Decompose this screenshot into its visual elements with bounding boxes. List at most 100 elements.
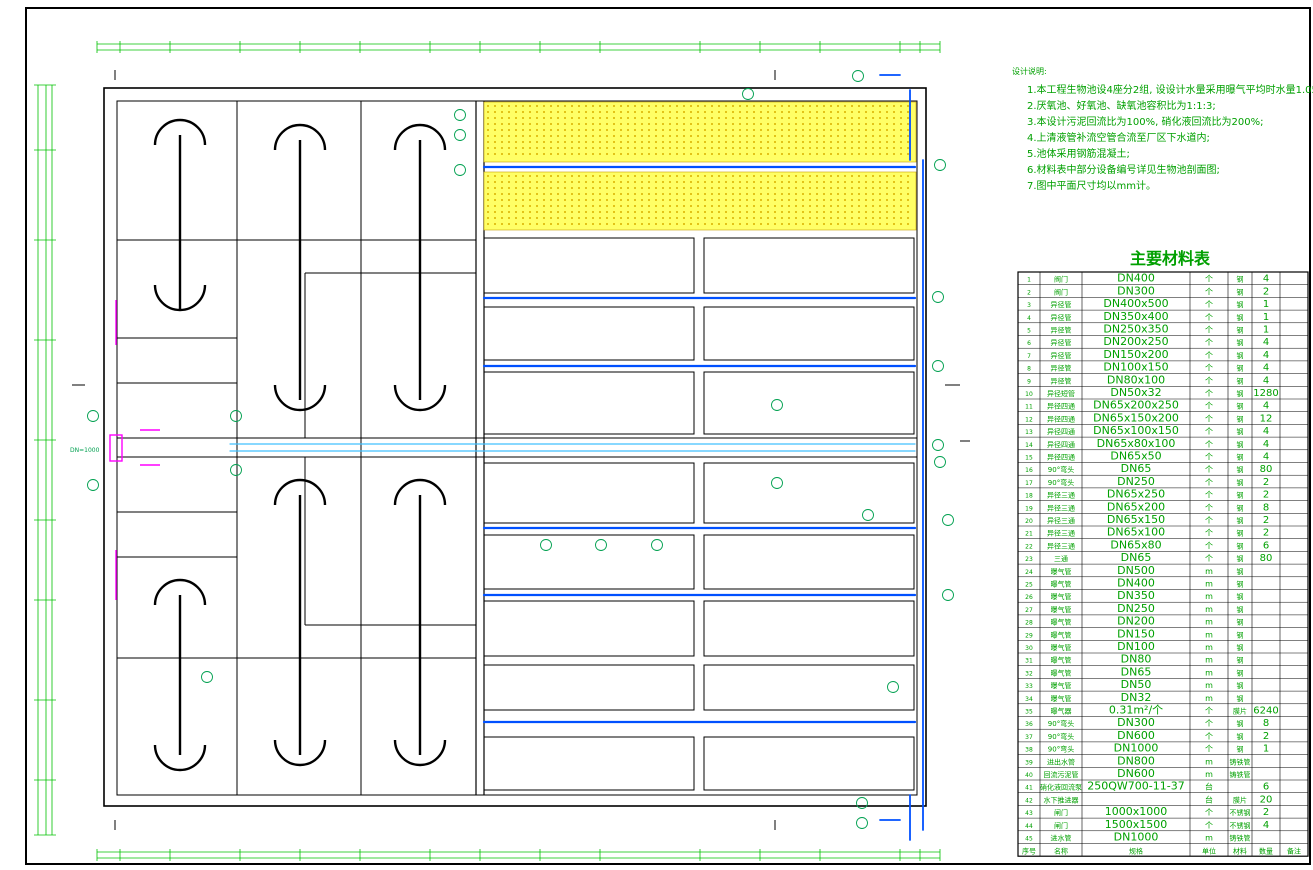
diffuser-dot xyxy=(732,223,734,225)
dimension-lines xyxy=(37,43,940,859)
diffuser-dot xyxy=(830,217,832,219)
diffuser-dot xyxy=(900,181,902,183)
diffuser-dot xyxy=(613,123,615,125)
diffuser-dot xyxy=(529,129,531,131)
table-cell-spec: DN65x150 xyxy=(1107,513,1165,526)
table-cell-index: 34 xyxy=(1025,696,1033,703)
diffuser-dot xyxy=(648,199,650,201)
callout-bubble xyxy=(934,456,946,468)
table-header-cell: 规格 xyxy=(1129,847,1143,856)
diffuser-dot xyxy=(641,217,643,219)
callout-bubble xyxy=(742,88,754,100)
diffuser-dot xyxy=(725,175,727,177)
diffuser-dot xyxy=(732,199,734,201)
diffuser-dot xyxy=(690,205,692,207)
diffuser-dot xyxy=(571,187,573,189)
diffuser-dot xyxy=(627,211,629,213)
diffuser-dot xyxy=(606,205,608,207)
diffuser-dot xyxy=(543,147,545,149)
diffuser-dot xyxy=(543,193,545,195)
diffuser-dot xyxy=(760,175,762,177)
table-cell-spec: DN600 xyxy=(1117,729,1155,742)
diffuser-dot xyxy=(788,193,790,195)
diffuser-dot xyxy=(844,129,846,131)
diffuser-dot xyxy=(662,111,664,113)
diffuser-dot xyxy=(802,141,804,143)
diffuser-dot xyxy=(655,129,657,131)
diffuser-dot xyxy=(648,105,650,107)
table-cell-spec: DN65x200 xyxy=(1107,500,1165,513)
diffuser-dot xyxy=(739,105,741,107)
diffuser-dot xyxy=(578,123,580,125)
diffuser-dot xyxy=(557,123,559,125)
diffuser-dot xyxy=(844,117,846,119)
diffuser-dot xyxy=(851,123,853,125)
diffuser-dot xyxy=(774,129,776,131)
table-cell-qty: 8 xyxy=(1263,718,1269,729)
diffuser-dot xyxy=(858,153,860,155)
diffuser-dot xyxy=(613,135,615,137)
table-cell-index: 15 xyxy=(1025,455,1033,462)
table-cell-spec: DN400 xyxy=(1117,577,1155,590)
table-cell-qty: 1 xyxy=(1263,312,1269,323)
diffuser-dot xyxy=(536,181,538,183)
table-cell-unit: 个 xyxy=(1205,719,1213,728)
diffuser-dot xyxy=(508,211,510,213)
diffuser-dot xyxy=(697,199,699,201)
diffuser-dot xyxy=(781,223,783,225)
diffuser-dot xyxy=(851,175,853,177)
diffuser-dot xyxy=(655,153,657,155)
diffuser-dot xyxy=(809,105,811,107)
table-cell-material: 钢 xyxy=(1237,580,1244,589)
diffuser-dot xyxy=(886,135,888,137)
table-cell-index: 10 xyxy=(1025,391,1033,398)
diffuser-dot xyxy=(634,147,636,149)
callout-bubble xyxy=(230,464,242,476)
diffuser-dot xyxy=(571,199,573,201)
diffuser-dot xyxy=(816,117,818,119)
callout-bubble xyxy=(454,129,466,141)
diffuser-dot xyxy=(676,193,678,195)
table-cell-material: 钢 xyxy=(1237,351,1244,360)
design-note-6: 6.材料表中部分设备编号详见生物池剖面图; xyxy=(1027,163,1220,176)
diffuser-dot xyxy=(550,135,552,137)
diffuser-dot xyxy=(515,153,517,155)
diffuser-dot xyxy=(767,123,769,125)
diffuser-dot xyxy=(865,135,867,137)
diffuser-dot xyxy=(837,135,839,137)
diffuser-dot xyxy=(571,129,573,131)
callout-bubble xyxy=(942,589,954,601)
diffuser-dot xyxy=(858,211,860,213)
table-cell-material: 钢 xyxy=(1237,554,1244,563)
diffuser-dot xyxy=(774,205,776,207)
diffuser-dot xyxy=(711,123,713,125)
diffuser-dot xyxy=(858,141,860,143)
diffuser-dot xyxy=(830,147,832,149)
diffuser-dot xyxy=(886,111,888,113)
design-notes: 设计说明: 1.本工程生物池设4座分2组, 设设计水量采用曝气平均时水量1.05… xyxy=(1012,66,1313,192)
diffuser-dot xyxy=(634,187,636,189)
diffuser-dot xyxy=(886,211,888,213)
diffuser-dot xyxy=(879,211,881,213)
diffuser-dot xyxy=(816,217,818,219)
diffuser-dot xyxy=(613,129,615,131)
diffuser-dot xyxy=(732,217,734,219)
diffuser-dot xyxy=(837,211,839,213)
table-cell-index: 9 xyxy=(1027,378,1031,385)
diffuser-dot xyxy=(837,193,839,195)
diffuser-dot xyxy=(704,211,706,213)
diffuser-dot xyxy=(557,211,559,213)
diffuser-dot xyxy=(515,181,517,183)
diffuser-dot xyxy=(634,117,636,119)
diffuser-dot xyxy=(788,217,790,219)
table-cell-unit: 个 xyxy=(1205,453,1213,462)
diffuser-dot xyxy=(732,111,734,113)
diffuser-dot xyxy=(592,175,594,177)
diffuser-dot xyxy=(501,147,503,149)
table-cell-material: 钢 xyxy=(1237,287,1244,296)
diffuser-dot xyxy=(669,181,671,183)
diffuser-dot xyxy=(620,117,622,119)
diffuser-dot xyxy=(753,111,755,113)
table-cell-spec: DN100x150 xyxy=(1103,361,1168,374)
